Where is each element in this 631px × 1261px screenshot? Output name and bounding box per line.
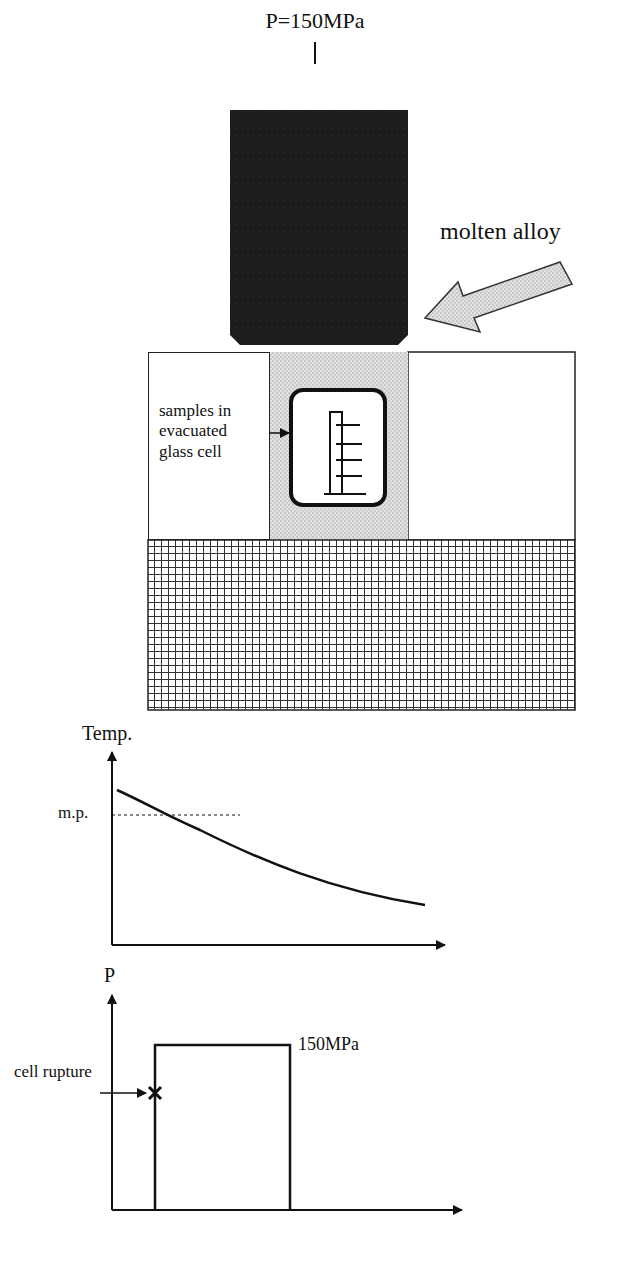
axis-label: P <box>104 964 115 987</box>
glass-cell <box>291 390 385 505</box>
pressure-graph <box>100 995 462 1210</box>
axis-label: Temp. <box>82 722 132 745</box>
material-label: molten alloy <box>440 218 561 246</box>
die-block: samples in evacuated glass cell <box>148 352 270 540</box>
punch <box>230 110 408 345</box>
temperature-graph <box>112 752 445 945</box>
node-text: samples in evacuated glass cell <box>155 397 259 466</box>
load-line <box>314 42 316 64</box>
die-block <box>408 352 575 540</box>
event-label: cell rupture <box>14 1062 94 1082</box>
base-plate <box>148 540 575 710</box>
hollow-arrow <box>425 262 572 332</box>
sample-holder <box>324 412 366 494</box>
load-label: P=150MPa <box>265 8 364 33</box>
molten-alloy <box>270 352 408 540</box>
melting-point-label: m.p. <box>58 803 88 823</box>
pressure-value: 150MPa <box>298 1034 359 1055</box>
